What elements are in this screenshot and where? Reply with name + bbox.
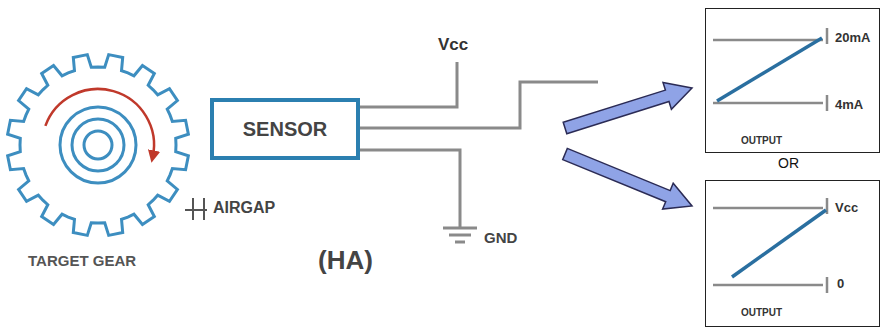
- sensor-box: SENSOR: [210, 98, 360, 160]
- ground-symbol: [449, 234, 471, 237]
- level-line: [713, 207, 823, 210]
- airgap-tick: [192, 198, 194, 220]
- axis-label: 20mA: [835, 31, 870, 46]
- output-arrow: [563, 83, 692, 134]
- dimension-label: AIRGAP: [213, 199, 275, 217]
- level-tick: [826, 95, 829, 111]
- airgap-bracket: [185, 198, 207, 220]
- output-arrow: [563, 148, 692, 209]
- gear-outline: [8, 55, 189, 236]
- graph-panel: 20mA 4mA OUTPUT: [705, 8, 880, 153]
- vcc-wire: [360, 62, 457, 107]
- level-tick: [826, 277, 829, 293]
- axis-label: 4mA: [835, 98, 863, 113]
- graph-axes: [713, 28, 827, 293]
- level-tick: [826, 28, 829, 44]
- signal-name: GND: [484, 229, 517, 246]
- signal-name: Vcc: [438, 35, 468, 55]
- gear-ring: [60, 107, 136, 183]
- level-line: [713, 102, 823, 105]
- part-name: TARGET GEAR: [28, 252, 136, 269]
- output-ramp: [717, 38, 822, 101]
- rotation-arrow: [45, 89, 154, 157]
- type-label: (HA): [318, 246, 373, 276]
- graph-panel: Vcc 0OUTPUT: [705, 180, 880, 327]
- axis-label: OUTPUT: [741, 307, 782, 319]
- ground-symbol: [455, 241, 465, 244]
- output-curves: [717, 38, 826, 277]
- gear-ring: [72, 119, 124, 171]
- axis-label: Vcc: [835, 201, 858, 216]
- gnd-wire: [360, 150, 460, 228]
- output-wire: [360, 82, 598, 128]
- ground-symbol: [443, 227, 477, 230]
- axis-label: OUTPUT: [741, 135, 782, 147]
- level-line: [713, 39, 823, 42]
- output-ramp: [732, 210, 826, 277]
- note: OR: [778, 155, 799, 171]
- target-gear: [8, 55, 189, 236]
- axis-label: 0: [837, 277, 844, 292]
- output-arrows: [563, 83, 692, 210]
- box-label: SENSOR: [243, 118, 327, 141]
- airgap-tick: [203, 198, 205, 220]
- level-line: [713, 284, 823, 287]
- wires: [360, 62, 598, 242]
- gear-ring: [84, 131, 112, 159]
